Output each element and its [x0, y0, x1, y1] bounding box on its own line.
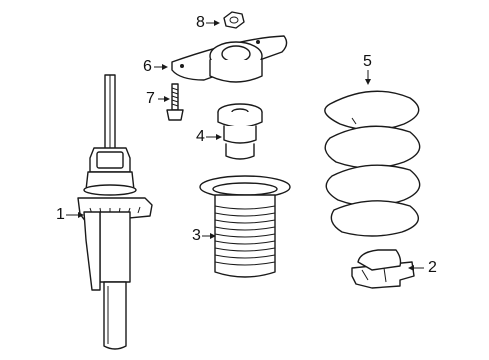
callout-5: 5 — [363, 53, 372, 70]
dust-boot — [199, 175, 291, 278]
coil-spring — [324, 90, 421, 237]
strut-assembly — [77, 74, 153, 350]
top-nut — [223, 11, 245, 29]
jounce-bumper — [217, 103, 263, 160]
callout-1: 1 — [56, 206, 65, 223]
strut-lower-tube — [103, 281, 127, 350]
callout-4: 4 — [196, 128, 205, 145]
callout-7: 7 — [146, 90, 155, 107]
callout-3: 3 — [192, 227, 201, 244]
callout-8: 8 — [196, 14, 205, 31]
upper-mount — [171, 35, 288, 83]
mount-bolt — [166, 83, 184, 121]
callout-2: 2 — [428, 259, 437, 276]
strut-tube — [99, 211, 131, 283]
lower-insulator — [351, 249, 415, 289]
callout-6: 6 — [143, 58, 152, 75]
leader-lines — [66, 20, 424, 271]
